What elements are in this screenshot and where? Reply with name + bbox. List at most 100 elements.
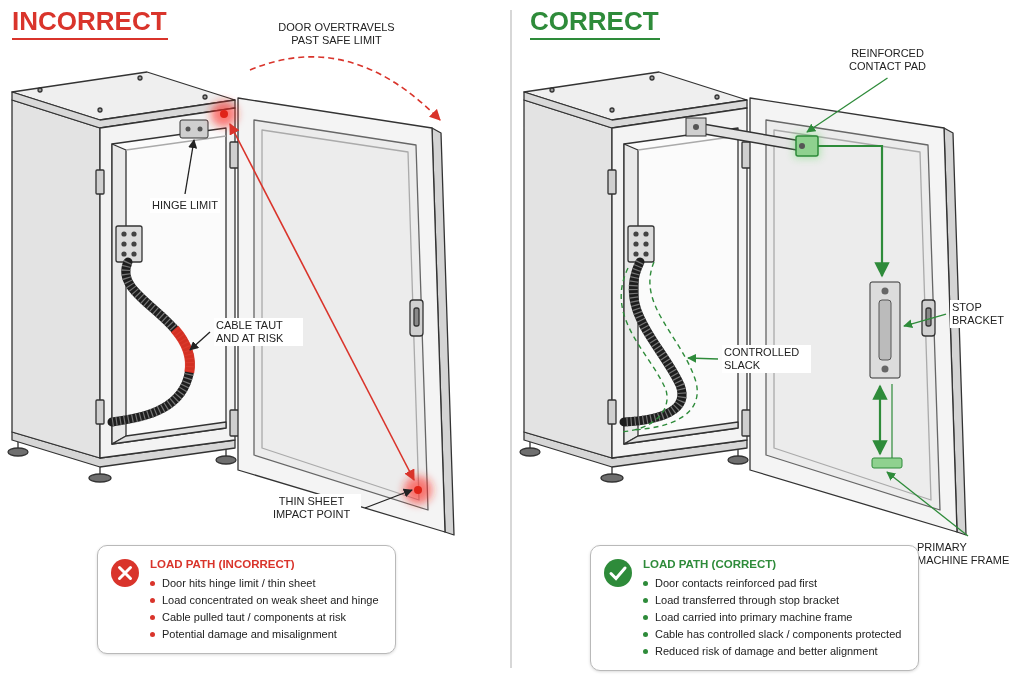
box-heading: LOAD PATH (CORRECT) [643, 558, 776, 570]
leader-line [190, 332, 210, 350]
bullet-text: Door contacts reinforced pad first [655, 577, 817, 589]
bullet-text: Cable has controlled slack / components … [655, 628, 901, 640]
load-path-arrow [818, 146, 882, 276]
check-icon [603, 558, 633, 588]
bullet-text: Load concentrated on weak sheet and hing… [162, 594, 379, 606]
cable-stress [126, 262, 190, 378]
stop-bracket [882, 366, 889, 373]
load-path-arrow [879, 386, 881, 454]
bullet-row: Door hits hinge limit / thin sheet [150, 575, 379, 592]
callout-label: PRIMARY MACHINE FRAME [915, 540, 1021, 568]
icon-disc [111, 559, 139, 587]
cross-icon [110, 558, 140, 588]
callout-label: CABLE TAUT AND AT RISK [214, 318, 303, 346]
callout-label: DOOR OVERTRAVELS PAST SAFE LIMIT [272, 20, 401, 48]
door-stay-arm [693, 124, 699, 130]
stop-bracket [879, 300, 891, 360]
cable [112, 262, 190, 422]
load-path-box: LOAD PATH (CORRECT) Door contacts reinfor… [590, 545, 919, 671]
bullet-row: Cable pulled taut / components at risk [150, 609, 379, 626]
bullet-dot [643, 649, 648, 654]
door-stay-arm [698, 128, 802, 146]
divider-line [510, 10, 511, 668]
cabinet-incorrect [8, 72, 454, 535]
callout-label: CONTROLLED SLACK [722, 345, 811, 373]
load-path-box: LOAD PATH (INCORRECT) Door hits hinge lim… [97, 545, 396, 654]
leader-line [688, 358, 718, 359]
panel-heading: CORRECT [530, 6, 660, 40]
bullet-dot [643, 598, 648, 603]
bullet-text: Door hits hinge limit / thin sheet [162, 577, 315, 589]
slack-outline [620, 268, 667, 432]
bullet-dot [150, 615, 155, 620]
hinge-limit-bracket [198, 127, 203, 132]
bullet-row: Reduced risk of damage and better alignm… [643, 643, 901, 660]
stop-bracket [870, 282, 900, 378]
bullet-row: Cable has controlled slack / components … [643, 626, 901, 643]
leader-line [904, 314, 946, 326]
box-content: LOAD PATH (INCORRECT) Door hits hinge lim… [150, 556, 379, 643]
load-line [230, 124, 414, 480]
stop-bracket [882, 288, 889, 295]
box-heading: LOAD PATH (INCORRECT) [150, 558, 295, 570]
cable-corrugation [112, 262, 190, 422]
hinge-limit-bracket [180, 120, 208, 138]
bullet-text: Reduced risk of damage and better alignm… [655, 645, 878, 657]
icon-mark [611, 568, 625, 579]
box-content: LOAD PATH (CORRECT) Door contacts reinfor… [643, 556, 901, 660]
bullet-row: Load transferred through stop bracket [643, 592, 901, 609]
cable-corrugation [624, 262, 682, 422]
bullet-text: Cable pulled taut / components at risk [162, 611, 346, 623]
leader-lines [185, 78, 968, 536]
hinge-limit-bracket [180, 120, 208, 138]
bullet-dot [643, 615, 648, 620]
callout-label: STOP BRACKET [950, 300, 1016, 328]
stop-bracket [870, 282, 900, 378]
slack-outline [632, 262, 697, 430]
door-stay-arm [686, 118, 706, 136]
bullet-row: Potential damage and misalignment [150, 626, 379, 643]
slack-outline [620, 262, 697, 432]
bullet-dot [150, 598, 155, 603]
impact-glow [211, 101, 237, 127]
bullet-text: Load carried into primary machine frame [655, 611, 852, 623]
bullet-text: Load transferred through stop bracket [655, 594, 839, 606]
overtravel-arc [250, 57, 440, 120]
callout-label: HINGE LIMIT [150, 198, 220, 213]
load-path-line [891, 384, 892, 458]
bullet-text: Potential damage and misalignment [162, 628, 337, 640]
correct-illustration [620, 118, 902, 468]
callout-label: THIN SHEET IMPACT POINT [262, 494, 361, 522]
cable [624, 262, 682, 422]
contact-pad-glow [794, 134, 820, 158]
panel-heading: INCORRECT [12, 6, 168, 40]
door-stay-arm [698, 128, 802, 146]
callout-label: REINFORCED CONTACT PAD [838, 46, 937, 74]
box-heading-row: LOAD PATH (CORRECT) [643, 556, 901, 572]
bullet-dot [150, 581, 155, 586]
bullet-row: Door contacts reinforced pad first [643, 575, 901, 592]
impact-glow [404, 476, 432, 504]
leader-line [185, 140, 194, 194]
leader-line [887, 472, 968, 536]
reinforced-contact-pad [796, 136, 818, 156]
leader-line [365, 490, 412, 508]
hinge-limit-bracket [186, 127, 191, 132]
bullet-row: Load carried into primary machine frame [643, 609, 901, 626]
primary-frame-pad [872, 458, 902, 468]
bullet-row: Load concentrated on weak sheet and hing… [150, 592, 379, 609]
box-heading-row: LOAD PATH (INCORRECT) [150, 556, 379, 572]
door-stay-arm [686, 118, 802, 146]
bullet-dot [643, 632, 648, 637]
icon-disc [604, 559, 632, 587]
icon-mark [120, 568, 131, 579]
bullet-dot [150, 632, 155, 637]
leader-line [807, 78, 888, 132]
impact-point [220, 110, 228, 118]
pad-bolt [799, 143, 805, 149]
impact-glow [211, 101, 432, 504]
cabinet-correct [520, 72, 966, 535]
impact-point [414, 486, 422, 494]
bullet-dot [643, 581, 648, 586]
